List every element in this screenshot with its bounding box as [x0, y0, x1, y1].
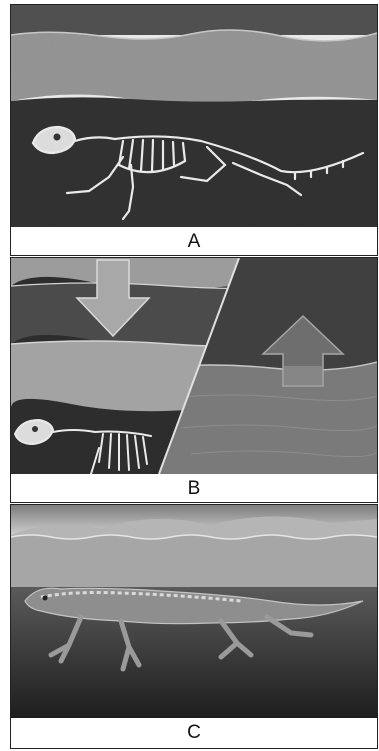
scene-c-living-animal [11, 505, 377, 718]
scene-b-svg [11, 258, 377, 474]
panel-a: A [10, 4, 378, 256]
scene-a-svg [11, 5, 377, 227]
texture-overlay [11, 5, 377, 227]
scene-b-erosion-uplift [11, 258, 377, 474]
scene-a-buried-fossil [11, 5, 377, 227]
panel-c: C [10, 504, 378, 749]
panel-b-label: B [11, 478, 377, 500]
panel-b: B [10, 257, 378, 503]
panel-a-label: A [11, 231, 377, 253]
water-surface [11, 535, 377, 587]
panel-c-label: C [11, 722, 377, 744]
scene-c-svg [11, 505, 377, 718]
